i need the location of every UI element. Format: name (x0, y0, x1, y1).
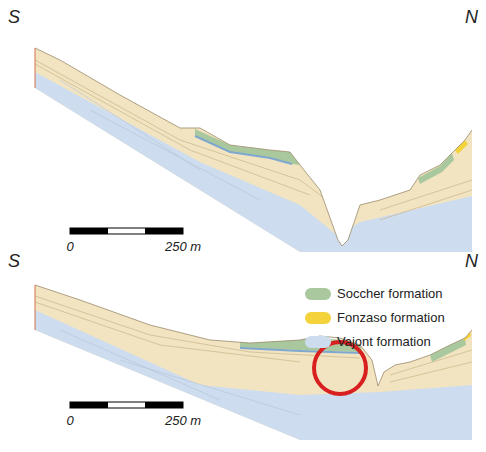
upper-section (30, 40, 480, 260)
scale-bar (70, 228, 183, 234)
legend-text: Fonzaso formation (337, 310, 445, 325)
legend-swatch (305, 288, 331, 300)
direction-label: S (8, 8, 20, 28)
legend-entry: Vajont formation (305, 334, 431, 349)
legend-swatch (305, 312, 331, 324)
scale-bar (70, 402, 183, 408)
scale-label: 250 m (165, 414, 201, 428)
legend-entry: Fonzaso formation (305, 310, 445, 325)
direction-label: N (465, 8, 478, 28)
highlight-circle (314, 342, 366, 394)
scale-label: 0 (66, 240, 73, 254)
legend-entry: Soccher formation (305, 286, 443, 301)
direction-label: S (8, 252, 20, 272)
direction-label: N (465, 252, 478, 272)
scale-label: 0 (66, 414, 73, 428)
scale-label: 250 m (165, 240, 201, 254)
lower-section (30, 280, 480, 445)
legend-text: Vajont formation (337, 334, 431, 349)
legend-swatch (305, 336, 331, 348)
legend-text: Soccher formation (337, 286, 443, 301)
